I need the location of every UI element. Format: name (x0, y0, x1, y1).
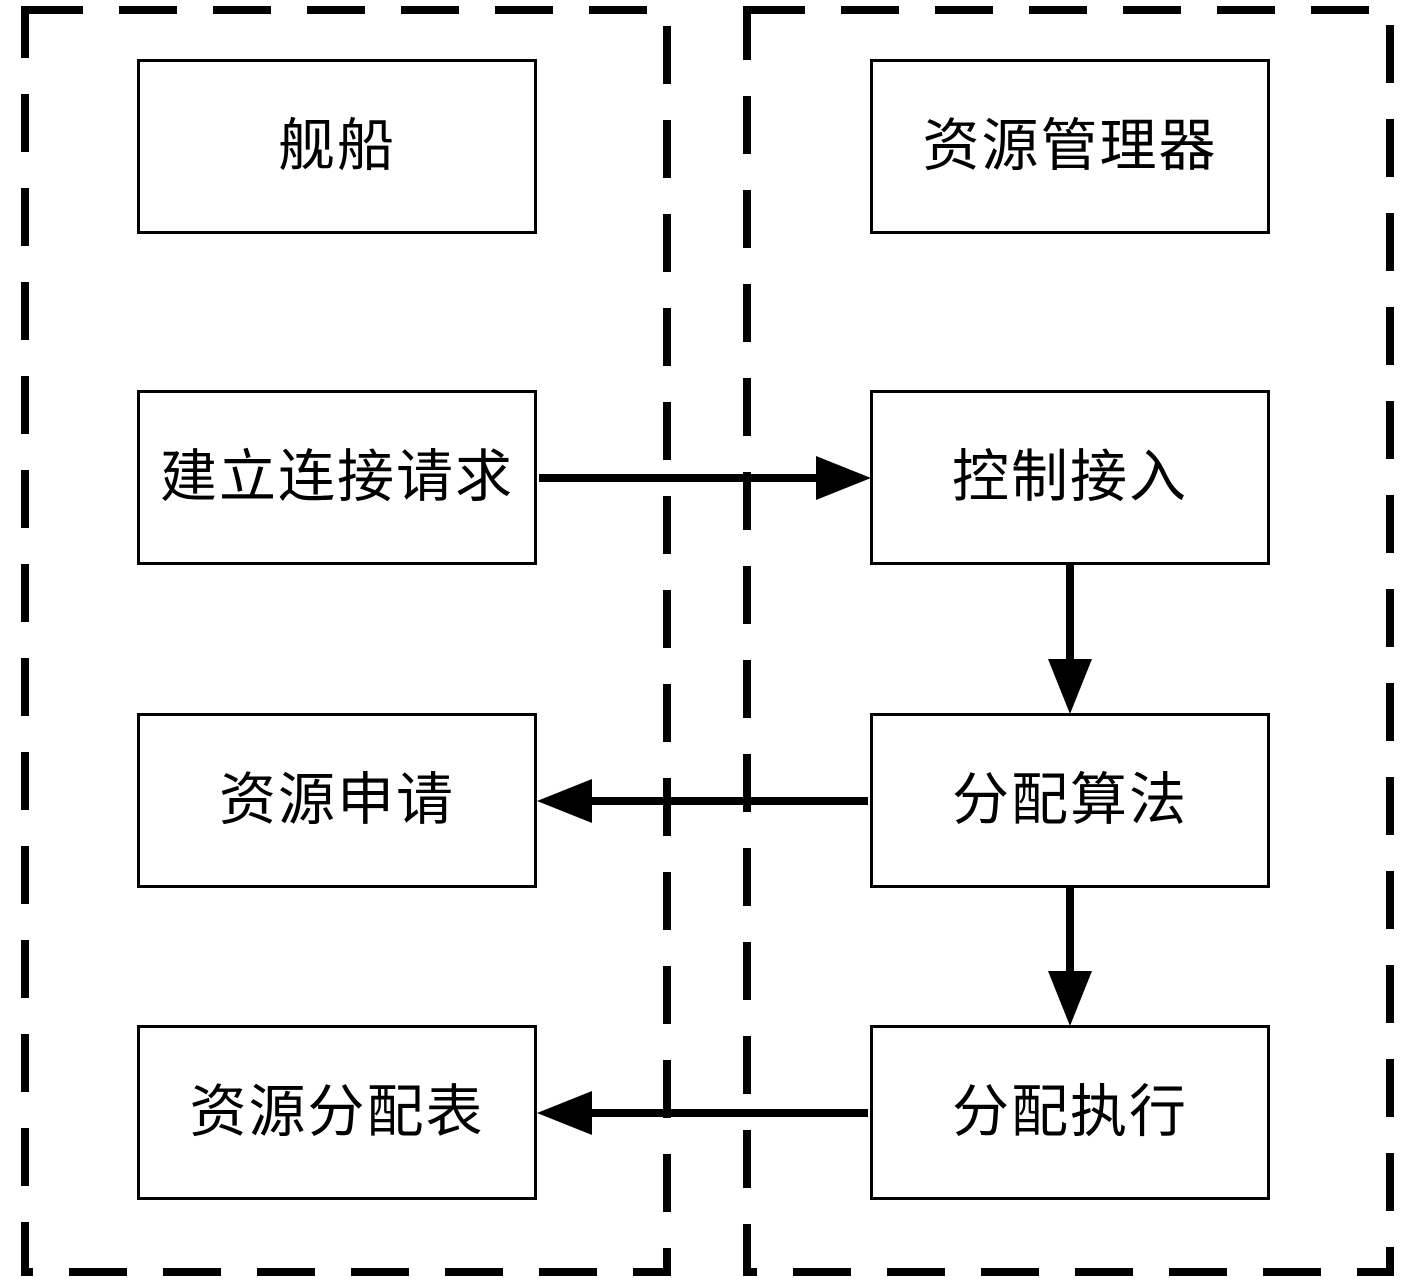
box-alloc-algorithm-label: 分配算法 (952, 769, 1188, 832)
box-resource-manager-label: 资源管理器 (922, 115, 1218, 178)
left-lane-border (21, 6, 671, 1276)
arrow-alloc-execute-to-resource-table (537, 1091, 868, 1135)
box-control-access: 控制接入 (870, 390, 1270, 565)
box-alloc-execute: 分配执行 (870, 1025, 1270, 1200)
arrowhead-right-icon (816, 456, 871, 500)
box-resource-request: 资源申请 (137, 713, 537, 888)
box-alloc-algorithm: 分配算法 (870, 713, 1270, 888)
right-lane-border (743, 6, 1394, 1276)
arrow-control-access-to-alloc-algorithm (1048, 565, 1092, 714)
box-ship-label: 舰船 (278, 115, 396, 178)
box-ship: 舰船 (137, 59, 537, 234)
box-alloc-execute-label: 分配执行 (952, 1081, 1188, 1144)
arrowhead-left-icon (537, 779, 592, 823)
box-connect-request: 建立连接请求 (137, 390, 537, 565)
box-resource-request-label: 资源申请 (219, 769, 455, 832)
arrowhead-down-icon (1048, 659, 1092, 714)
arrow-connect-request-to-control-access (539, 456, 871, 500)
arrow-alloc-algorithm-to-resource-request (537, 779, 868, 823)
box-resource-manager: 资源管理器 (870, 59, 1270, 234)
arrowhead-left-icon (537, 1091, 592, 1135)
box-resource-table-label: 资源分配表 (189, 1081, 485, 1144)
arrowhead-down-icon (1048, 971, 1092, 1026)
box-control-access-label: 控制接入 (952, 446, 1188, 509)
box-connect-request-label: 建立连接请求 (160, 446, 514, 509)
box-resource-table: 资源分配表 (137, 1025, 537, 1200)
arrow-alloc-algorithm-to-alloc-execute (1048, 888, 1092, 1026)
